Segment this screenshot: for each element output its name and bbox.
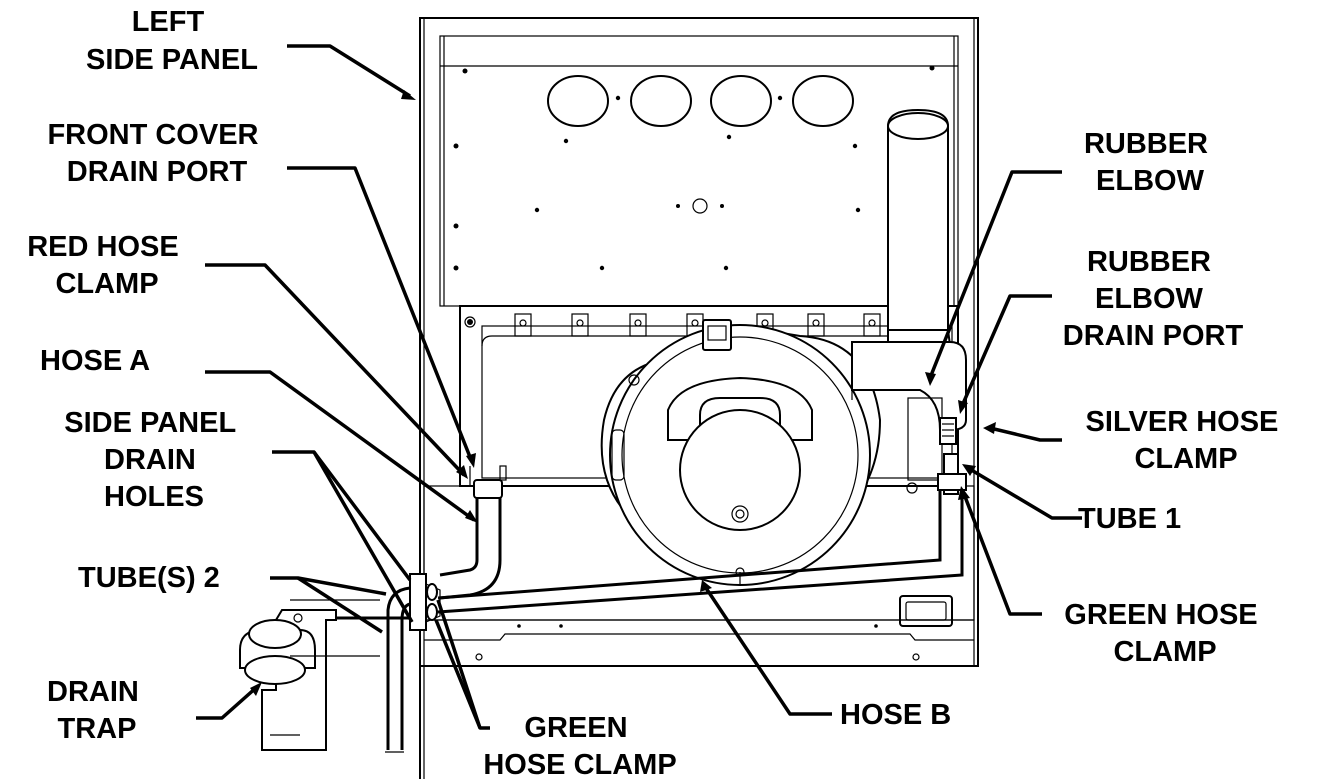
furnace-cabinet xyxy=(419,17,979,779)
label-rubber-elbow-drain-port: RUBBER ELBOW DRAIN PORT xyxy=(1063,246,1244,352)
label-front-cover-drain-port: FRONT COVER DRAIN PORT xyxy=(47,119,266,188)
callout-labels: LEFT SIDE PANEL FRONT COVER DRAIN PORT R… xyxy=(27,6,1287,781)
label-rubber-elbow: RUBBER ELBOW xyxy=(1084,128,1216,197)
vent-pipe xyxy=(851,108,967,431)
label-tubes-2: TUBE(S) 2 xyxy=(78,562,220,594)
label-silver-hose-clamp: SILVER HOSE CLAMP xyxy=(1086,406,1287,475)
label-green-hose-clamp-bottom: GREEN HOSE CLAMP xyxy=(483,712,676,779)
label-green-hose-clamp-right: GREEN HOSE CLAMP xyxy=(1064,599,1265,668)
inducer-blower xyxy=(600,319,882,586)
label-red-hose-clamp: RED HOSE CLAMP xyxy=(27,231,187,300)
label-drain-trap: DRAIN TRAP xyxy=(47,676,147,745)
hoses xyxy=(409,473,967,631)
leader-lines xyxy=(196,44,1082,730)
label-tube-1: TUBE 1 xyxy=(1078,503,1181,535)
label-left-side-panel: LEFT SIDE PANEL xyxy=(86,6,258,76)
label-hose-a: HOSE A xyxy=(40,345,150,377)
label-hose-b: HOSE B xyxy=(840,699,951,731)
label-side-panel-drain-holes: SIDE PANEL DRAIN HOLES xyxy=(64,407,243,513)
drain-trap-assembly xyxy=(239,586,411,753)
